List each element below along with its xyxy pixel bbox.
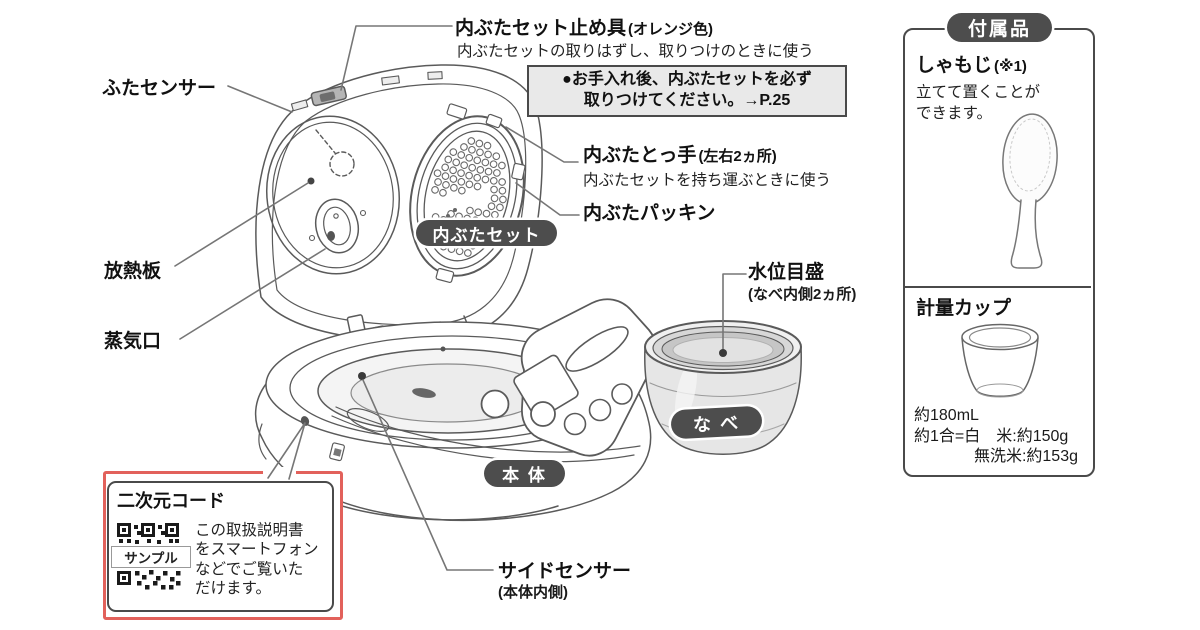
measuring-cup-capacity: 約180mL	[914, 407, 979, 424]
qr-code	[117, 523, 181, 590]
steam-vent-hole	[327, 231, 335, 241]
rice-paddle-title-text: しゃもじ	[916, 55, 993, 76]
inner-lid-stopper-desc: 内ぶたセットの取りはずし、取りつけのときに使う	[457, 43, 814, 60]
water-level-suffix: (なべ内側2ヵ所)	[748, 286, 857, 303]
leader-lines	[174, 25, 747, 571]
care-note-line2: 取りつけてください。→P.25	[583, 92, 791, 109]
callout-inner-lid-stopper: 内ぶたセット止め具(オレンジ色)	[455, 13, 713, 40]
measuring-cup-title: 計量カップ	[916, 298, 1012, 319]
leader-inner-lid-packing	[515, 182, 580, 216]
leader-inner-lid-handle	[505, 126, 579, 163]
leader-heat-plate	[174, 182, 309, 267]
inner-lid-stopper-suffix: (オレンジ色)	[628, 21, 714, 38]
water-level-anchor-dot	[719, 349, 727, 357]
rice-paddle-desc-line2: できます。	[916, 105, 992, 122]
leader-lid-sensor	[227, 85, 293, 113]
inner-lid-handle-title: 内ぶたとっ手	[583, 145, 697, 166]
side-sensor-anchor-dot	[358, 372, 366, 380]
inner-lid-stopper-title: 内ぶたセット止め具	[455, 18, 627, 39]
body-badge: 本 体	[484, 460, 565, 487]
callout-steam-vent: 蒸気口	[104, 331, 162, 352]
callout-heat-plate: 放熱板	[104, 261, 162, 282]
qr-note-title: 二次元コード	[117, 491, 225, 511]
callout-inner-lid-handle: 内ぶたとっ手(左右2ヵ所)	[583, 140, 777, 167]
measuring-cup-equiv1: 約1合=白 米:約150g	[914, 428, 1069, 445]
callout-lid-sensor: ふたセンサー	[102, 78, 217, 99]
care-note-box: ●お手入れ後、内ぶたセットを必ず 取りつけてください。→P.25	[527, 65, 847, 117]
inner-lid-set-badge: 内ぶたセット	[416, 220, 557, 246]
leader-inner-lid-stopper	[340, 25, 453, 91]
qr-note-desc: この取扱説明書 をスマートフォン などでご覧いた だけます。	[195, 521, 319, 598]
qr-sample-label: サンプル	[111, 546, 191, 568]
care-note-line1: ●お手入れ後、内ぶたセットを必ず	[562, 71, 812, 88]
leader-side-sensor	[362, 379, 494, 571]
heat-plate-anchor-dot	[307, 177, 315, 185]
measuring-cup-equiv2: 無洗米:約153g	[973, 448, 1078, 465]
rice-paddle-title: しゃもじ(※1)	[916, 50, 1027, 77]
display-screen-drawing	[513, 354, 579, 420]
qr-desc-line4: だけます。	[195, 579, 271, 597]
leader-steam-vent	[179, 248, 326, 340]
rice-paddle-desc: 立てて置くことが できます。	[916, 82, 1040, 124]
inner-lid-handle-desc: 内ぶたセットを持ち運ぶときに使う	[583, 172, 832, 189]
rice-paddle-suffix: (※1)	[994, 58, 1027, 75]
qr-desc-line1: この取扱説明書	[195, 522, 304, 539]
qr-desc-line3: などでご覧いた	[195, 560, 304, 578]
leader-water-level	[722, 273, 747, 351]
callout-water-level: 水位目盛	[748, 262, 825, 283]
accessories-panel-divider	[905, 286, 1091, 288]
measuring-cup-drawing	[961, 323, 1039, 398]
pot-badge: な べ	[670, 405, 763, 440]
callout-inner-lid-packing: 内ぶたパッキン	[583, 203, 716, 224]
inner-lid-handle-suffix: (左右2ヵ所)	[698, 148, 777, 165]
callout-side-sensor: サイドセンサー	[498, 561, 632, 582]
side-sensor-suffix: (本体内側)	[498, 584, 568, 601]
qr-desc-line2: をスマートフォン	[195, 541, 319, 559]
rice-paddle-desc-line1: 立てて置くことが	[916, 84, 1041, 101]
inner-lid-stopper-clamp	[310, 85, 347, 107]
rice-paddle-drawing	[1002, 113, 1058, 269]
accessories-badge: 付属品	[947, 13, 1052, 42]
